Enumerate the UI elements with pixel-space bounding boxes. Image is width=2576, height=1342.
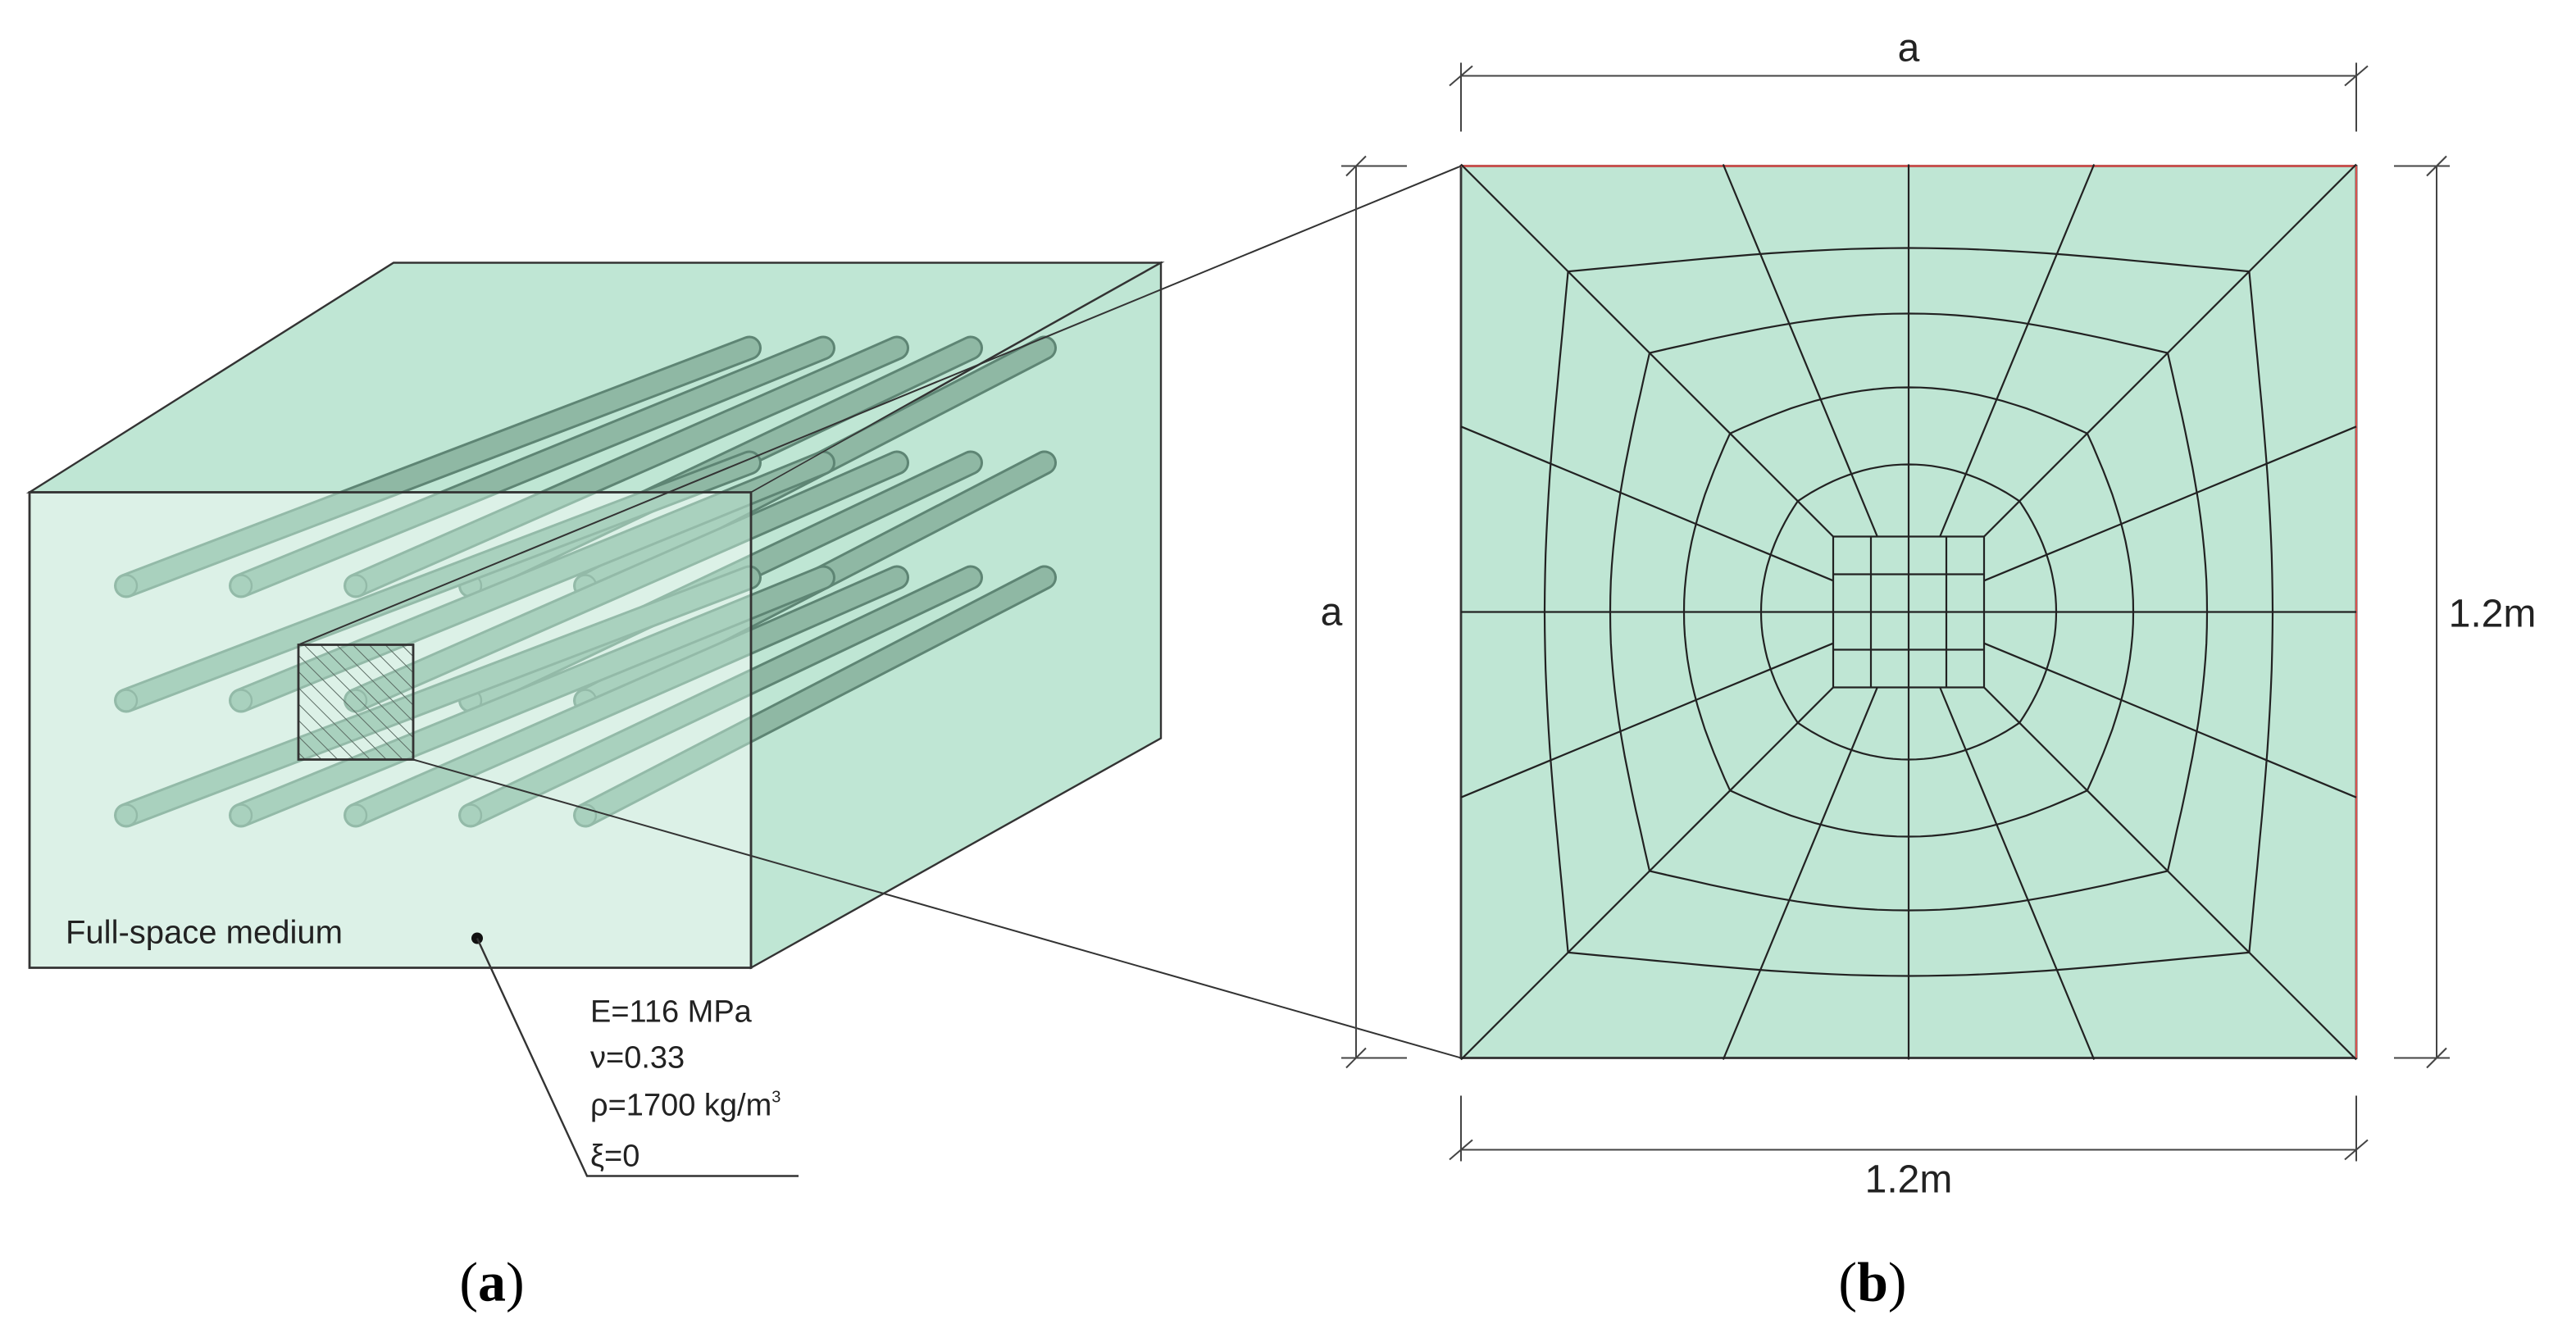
mesh-spoke [1722,164,1878,537]
property-rho-value: ρ=1700 kg/m [590,1089,771,1123]
property-E: E=116 MPa [590,995,753,1030]
property-rho-exponent: 3 [771,1089,781,1107]
mesh-spoke [1983,686,2357,1061]
mesh-spoke [1460,686,1834,1061]
dimension-label-left: a [1321,591,1343,635]
panel-a: Full-space medium E=116 MPa ν=0.33 ρ=170… [25,165,1462,1313]
dimension-label-right: 1.2m [2449,593,2537,636]
dimension-label-bottom: 1.2m [1865,1158,1953,1202]
zoom-line-top [298,165,1462,646]
finite-element-mesh [1460,163,2357,1061]
selected-cell-hatched [297,644,415,761]
mesh-spoke [1983,425,2357,582]
mesh-spoke [1939,687,2096,1060]
property-rho: ρ=1700 kg/m3 [590,1089,781,1123]
property-nu: ν=0.33 [590,1041,685,1076]
caption-b-letter: b [1857,1251,1888,1313]
mesh-spoke [1722,687,1878,1060]
dimension-lines [1341,62,2450,1162]
caption-a: (a) [459,1251,524,1313]
caption-b: (b) [1838,1251,1906,1313]
medium-label: Full-space medium [66,915,343,951]
caption-a-open: ( [459,1251,478,1313]
mesh-spoke [1460,163,1834,538]
caption-a-letter: a [478,1251,506,1313]
caption-b-close: ) [1888,1251,1907,1313]
mesh-spoke [1460,642,1834,798]
caption-b-open: ( [1838,1251,1857,1313]
dimension-label-top: a [1898,27,1920,71]
mesh-spoke [1983,163,2357,538]
leader-line [476,937,799,1177]
mesh-spoke [1983,642,2357,798]
mesh-spoke [1939,164,2096,537]
mesh-spoke [1460,425,1834,582]
property-xi: ξ=0 [590,1140,639,1174]
caption-a-close: ) [506,1251,525,1313]
zoom-line-bottom [412,758,1462,1059]
zoom-line-mid [750,347,1009,494]
panel-b: a a 1.2m 1.2m (b) [1321,27,2537,1313]
